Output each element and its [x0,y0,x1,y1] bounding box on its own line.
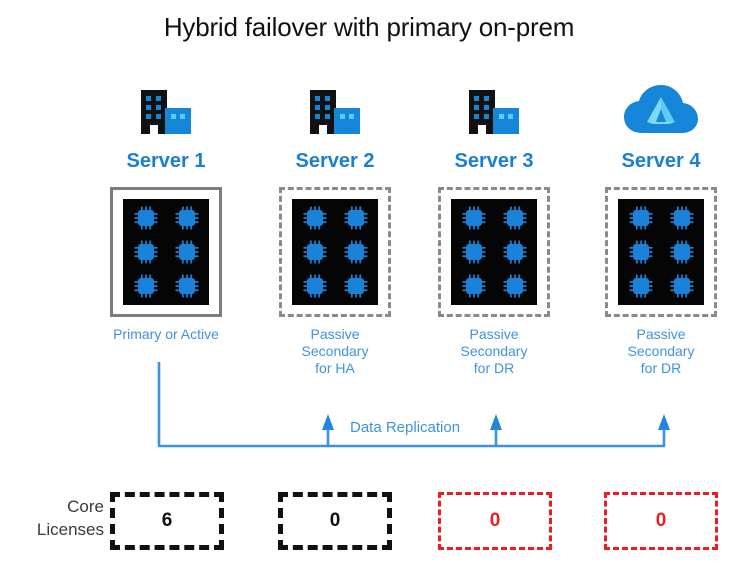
caption-line: Secondary [301,343,369,359]
server-column-2: Server 2 Passive Secondary for HA [252,80,418,377]
server-chassis-4 [605,187,717,317]
core-licenses-row: Core Licenses 6 0 0 0 [0,490,738,555]
caption-line: for DR [473,360,515,376]
server-column-1: Server 1 Primary or Active [83,80,249,343]
on-prem-building-icon [252,80,418,136]
caption-line: Passive [636,326,686,342]
data-replication-label: Data Replication [350,419,461,436]
cpu-panel-2 [292,199,378,305]
cpu-core-icon [344,274,367,298]
caption-line: Secondary [627,343,695,359]
cpu-core-icon [462,206,485,230]
license-value-server-3: 0 [438,492,552,550]
cpu-core-icon [134,240,157,264]
cpu-core-icon [175,206,198,230]
server-chassis-1 [110,187,222,317]
on-prem-building-icon [411,80,577,136]
license-value-server-2: 0 [278,492,392,550]
cpu-core-icon [629,240,652,264]
core-licenses-label: Core Licenses [18,495,104,541]
cpu-core-icon [462,274,485,298]
cpu-core-icon [503,206,526,230]
server-caption-1: Primary or Active [83,326,249,343]
caption-line: Passive [310,326,360,342]
server-title-3: Server 3 [454,150,534,172]
server-title-2: Server 2 [295,150,375,172]
cpu-panel-3 [451,199,537,305]
caption-line: Secondary [460,343,528,359]
cpu-core-icon [629,206,652,230]
server-column-3: Server 3 Passive Secondary for DR [411,80,577,377]
cpu-core-icon [134,274,157,298]
cpu-core-icon [175,274,198,298]
server-chassis-3 [438,187,550,317]
cpu-core-icon [503,274,526,298]
server-title-1: Server 1 [126,150,206,172]
cpu-panel-1 [123,199,209,305]
caption-line: for DR [640,360,682,376]
core-licenses-label-line2: Licenses [36,520,104,539]
cpu-core-icon [175,240,198,264]
caption-line: Primary or Active [113,326,219,342]
cpu-core-icon [303,206,326,230]
server-caption-4: Passive Secondary for DR [578,326,738,377]
cpu-core-icon [670,274,693,298]
cpu-core-icon [670,240,693,264]
cpu-core-icon [503,240,526,264]
license-value-server-4: 0 [604,492,718,550]
server-chassis-2 [279,187,391,317]
cpu-core-icon [629,274,652,298]
server-caption-2: Passive Secondary for HA [252,326,418,377]
caption-line: Passive [469,326,519,342]
on-prem-building-icon [83,80,249,136]
cpu-core-icon [344,240,367,264]
license-value-server-1: 6 [110,492,224,550]
cpu-core-icon [344,206,367,230]
cpu-core-icon [670,206,693,230]
cpu-core-icon [134,206,157,230]
cpu-core-icon [462,240,485,264]
azure-cloud-icon [578,80,738,136]
cpu-core-icon [303,274,326,298]
server-caption-3: Passive Secondary for DR [411,326,577,377]
caption-line: for HA [315,360,355,376]
cpu-panel-4 [618,199,704,305]
server-title-4: Server 4 [621,150,701,172]
core-licenses-label-line1: Core [67,497,104,516]
cpu-core-icon [303,240,326,264]
server-column-4: Server 4 Passive Secondary for DR [578,80,738,377]
page-title: Hybrid failover with primary on-prem [163,12,575,42]
